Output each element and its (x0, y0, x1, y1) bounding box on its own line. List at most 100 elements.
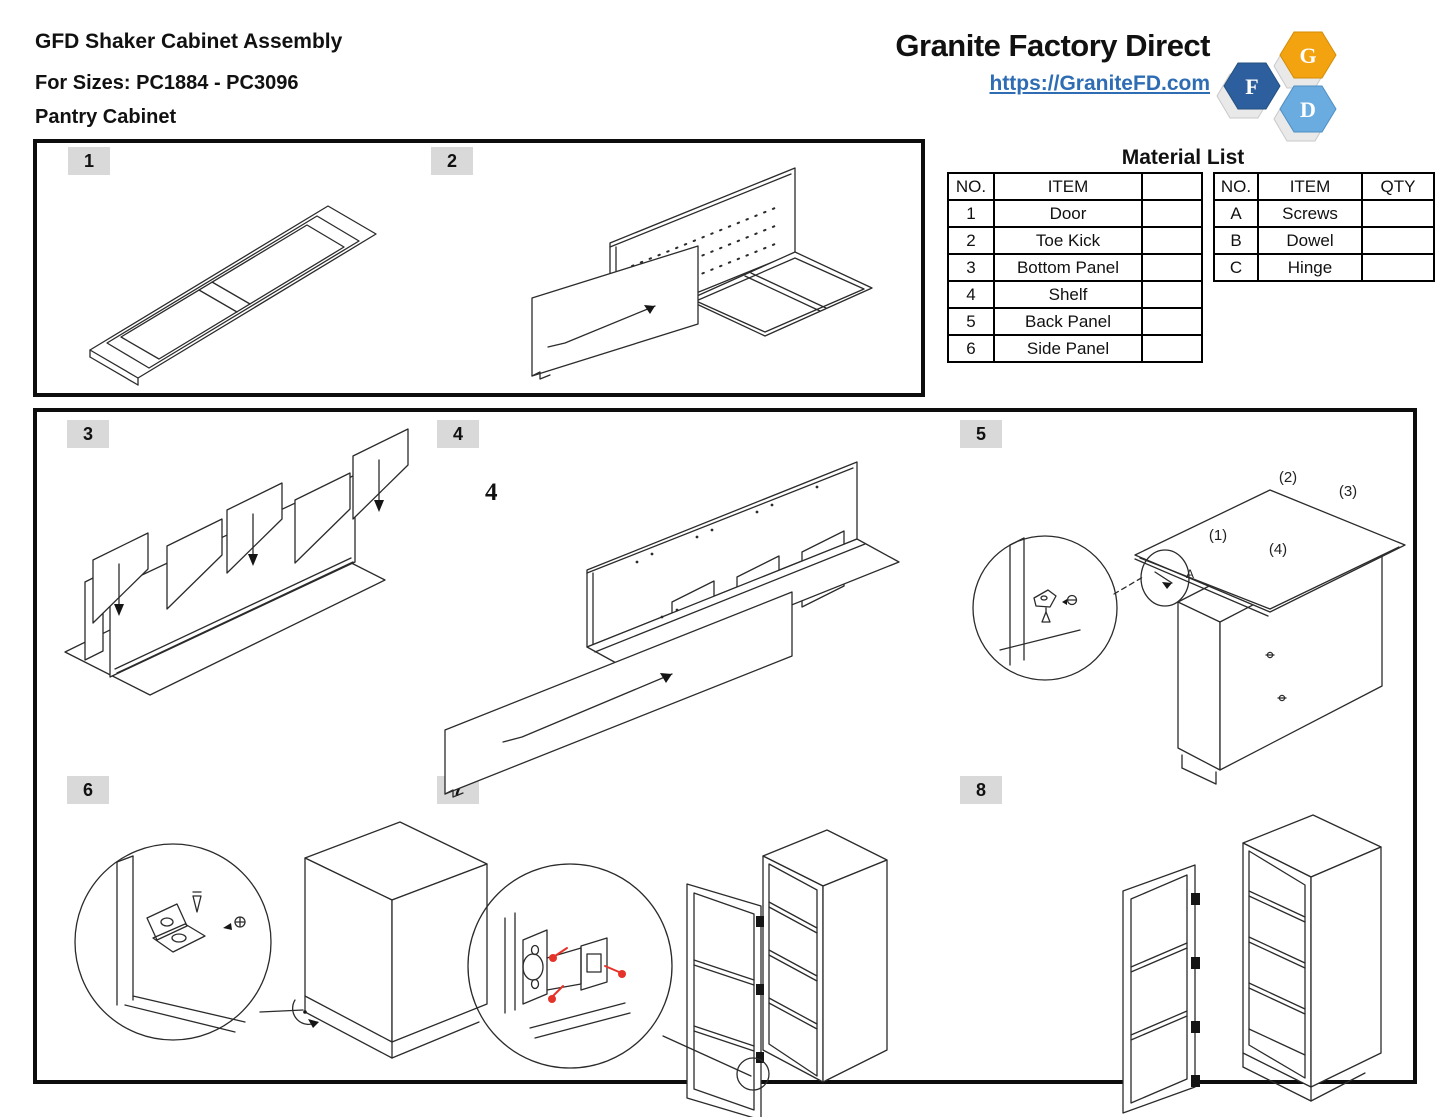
cell-qty (1141, 280, 1203, 309)
col-header-no: NO. (947, 172, 995, 201)
step-1-diagram (89, 205, 377, 386)
down-arrow-icon (114, 563, 124, 616)
cell-qty (1141, 307, 1203, 336)
cell-qty (1361, 226, 1435, 255)
step-6-badge: 6 (67, 776, 109, 804)
table-row: 3 Bottom Panel (947, 253, 1203, 282)
open-door-drawing (686, 883, 764, 1117)
tall-cabinet-drawing (762, 829, 888, 1083)
insert-arrow-icon (502, 673, 673, 743)
product-subtitle: Pantry Cabinet (35, 106, 177, 128)
table-row: 2 Toe Kick (947, 226, 1203, 255)
step-3-diagram (64, 428, 409, 696)
brand-logo: F G D (1216, 31, 1337, 142)
cell-item: Side Panel (993, 334, 1143, 363)
step-3-badge: 3 (67, 420, 109, 448)
page-title: GFD Shaker Cabinet Assembly (35, 30, 343, 53)
col-header-item: ITEM (993, 172, 1143, 201)
cell-item: Door (993, 199, 1143, 228)
col-header-qty: QTY (1361, 172, 1435, 201)
cell-no: B (1213, 226, 1259, 255)
table-row: 6 Side Panel (947, 334, 1203, 363)
cell-item: Toe Kick (993, 226, 1143, 255)
bracket-icon (1033, 589, 1057, 623)
cell-qty (1141, 334, 1203, 363)
screw-icon (223, 916, 246, 930)
svg-text:A: A (1186, 567, 1194, 581)
cell-item: Bottom Panel (993, 253, 1143, 282)
cell-item: Back Panel (993, 307, 1143, 336)
table-row: 1 Door (947, 199, 1203, 228)
cell-no: 5 (947, 307, 995, 336)
step-1-badge: 1 (68, 147, 110, 175)
cell-no: 6 (947, 334, 995, 363)
door-drawing (89, 205, 377, 386)
screw-icon (192, 891, 202, 913)
divider-panels (92, 428, 409, 624)
col-header-blank (1141, 172, 1203, 201)
brand-url-link[interactable]: https://GraniteFD.com (989, 72, 1210, 95)
cell-item: Dowel (1257, 226, 1363, 255)
table-row: C Hinge (1213, 253, 1435, 282)
cell-qty (1361, 253, 1435, 282)
svg-text:(1): (1) (1209, 527, 1227, 544)
cell-qty (1361, 199, 1435, 228)
step-2-badge: 2 (431, 147, 473, 175)
step-5-diagram: (1) (2) (3) (4) A (972, 469, 1406, 785)
table-header-row: NO. ITEM QTY (1213, 172, 1435, 201)
step-8-badge: 8 (960, 776, 1002, 804)
cell-qty (1141, 199, 1203, 228)
col-header-no: NO. (1213, 172, 1259, 201)
material-list-right-table: NO. ITEM QTY A Screws B Dowel C Hinge (1213, 172, 1435, 282)
logo-hex-g: G (1279, 31, 1337, 79)
material-list-title: Material List (1121, 146, 1245, 169)
cell-qty (1141, 253, 1203, 282)
table-row: 4 Shelf (947, 280, 1203, 309)
material-list-left-table: NO. ITEM 1 Door 2 Toe Kick 3 Bottom Pane… (947, 172, 1203, 363)
hinge-icon (1191, 1021, 1200, 1033)
svg-text:D: D (1300, 97, 1316, 122)
step-4-badge: 4 (437, 420, 479, 448)
insert-arrow-icon (547, 305, 656, 348)
hinge-icon (1191, 957, 1200, 969)
top-panel-drawing: (1) (2) (3) (4) (1134, 469, 1406, 617)
cell-no: 4 (947, 280, 995, 309)
step-7-diagram (467, 829, 888, 1117)
sizes-subtitle: For Sizes: PC1884 - PC3096 (35, 72, 299, 94)
red-screw-dot (548, 947, 626, 1003)
cell-qty (1141, 226, 1203, 255)
cell-item: Screws (1257, 199, 1363, 228)
hinge-icon (1191, 1075, 1200, 1087)
cabinet-box-drawing (292, 821, 488, 1059)
hinge-icon (756, 916, 764, 927)
hinge-icon (1191, 893, 1200, 905)
tall-cabinet-drawing (1242, 814, 1382, 1102)
hinge-icon (756, 1052, 764, 1063)
table-row: B Dowel (1213, 226, 1435, 255)
step-6-diagram (74, 821, 488, 1059)
cell-no: A (1213, 199, 1259, 228)
logo-hex-d: D (1279, 85, 1337, 133)
cell-item: Hinge (1257, 253, 1363, 282)
svg-text:(2): (2) (1279, 469, 1297, 486)
svg-text:G: G (1299, 43, 1316, 68)
down-arrow-icon (248, 513, 258, 566)
svg-text:(4): (4) (1269, 541, 1287, 558)
sliding-back-panel (531, 245, 699, 380)
step-2-diagram (531, 167, 873, 380)
cell-no: 2 (947, 226, 995, 255)
cell-no: C (1213, 253, 1259, 282)
zoom-circle (467, 863, 673, 1069)
table-row: A Screws (1213, 199, 1435, 228)
hinge-icon (756, 984, 764, 995)
table-row: 5 Back Panel (947, 307, 1203, 336)
zoom-circle (74, 843, 272, 1041)
svg-text:F: F (1245, 74, 1258, 99)
brand-block: Granite Factory Direct https://GraniteFD… (858, 28, 1210, 96)
svg-text:(3): (3) (1339, 483, 1357, 500)
hinge-detail-icon (522, 929, 608, 1005)
corner-swing-arrow-icon (292, 999, 319, 1028)
cell-item: Shelf (993, 280, 1143, 309)
col-header-item: ITEM (1257, 172, 1363, 201)
